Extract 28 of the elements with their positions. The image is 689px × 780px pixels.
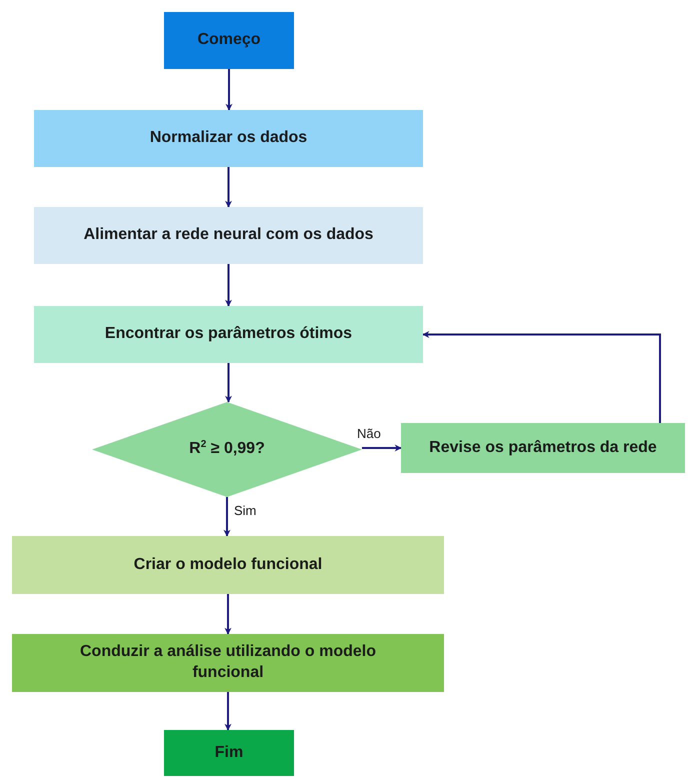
node-text: Criar o modelo funcional (134, 554, 322, 575)
arrow (225, 363, 232, 403)
process-box (164, 730, 294, 776)
node-text: Encontrar os parâmetros ótimos (104, 324, 352, 344)
node-text: Revise os parâmetros da rede (429, 438, 657, 458)
edge-label: Não (356, 426, 382, 441)
node-text: Conduzir a análise utilizando o modelo funcional (78, 642, 378, 683)
process-box (164, 12, 294, 69)
process-box (34, 110, 423, 167)
arrow (225, 264, 232, 307)
process-box (401, 423, 685, 473)
arrow (422, 331, 661, 423)
process-box (34, 207, 423, 264)
process-box (12, 634, 444, 692)
process-box (12, 536, 444, 594)
node-text: R$^{2}$ ≥ 0,99? (189, 439, 265, 460)
node-text: Normalizar os dados (150, 128, 308, 148)
process-box (34, 306, 423, 363)
edge-label: Sim (233, 503, 258, 518)
arrow (224, 692, 232, 731)
node-text: Fim (214, 742, 244, 763)
arrow (226, 69, 232, 111)
arrow (224, 594, 232, 635)
arrow (224, 497, 230, 537)
arrow (362, 444, 402, 452)
node-text: Começo (197, 30, 261, 50)
arrow (225, 167, 232, 208)
node-text: Alimentar a rede neural com os dados (84, 225, 374, 246)
